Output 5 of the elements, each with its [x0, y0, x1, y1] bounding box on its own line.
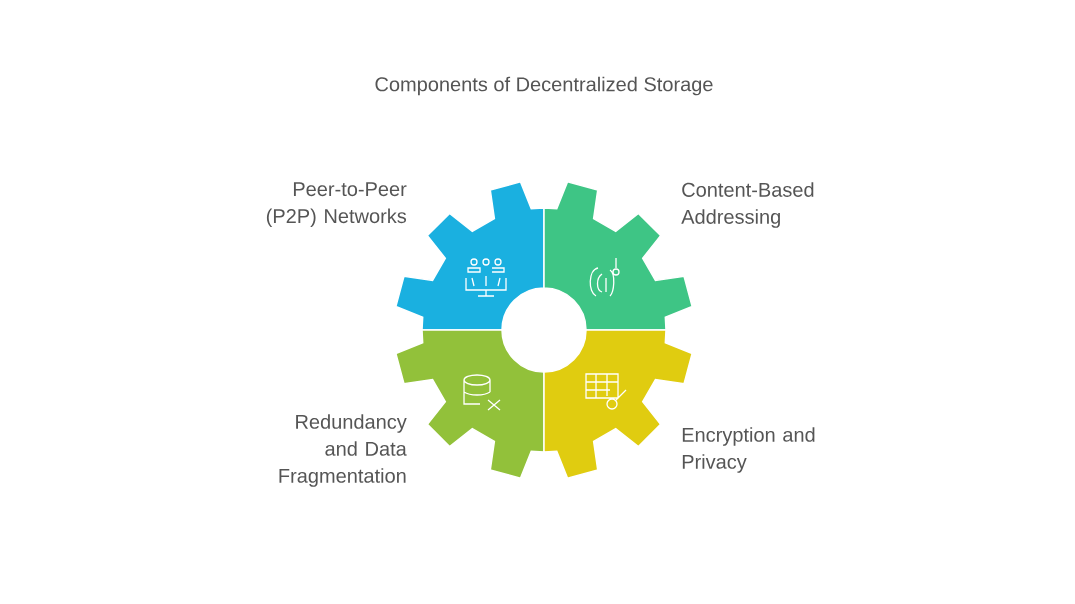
title: Components of Decentralized Storage	[375, 76, 713, 96]
segment-label: Peer-to-Peer (P2P) Networks	[266, 182, 407, 228]
segment-label: Redundancy and Data Fragmentation	[279, 414, 407, 487]
segment-label: Encryption and Privacy	[682, 427, 815, 473]
segment-label: Content-Based Addressing	[681, 182, 814, 228]
